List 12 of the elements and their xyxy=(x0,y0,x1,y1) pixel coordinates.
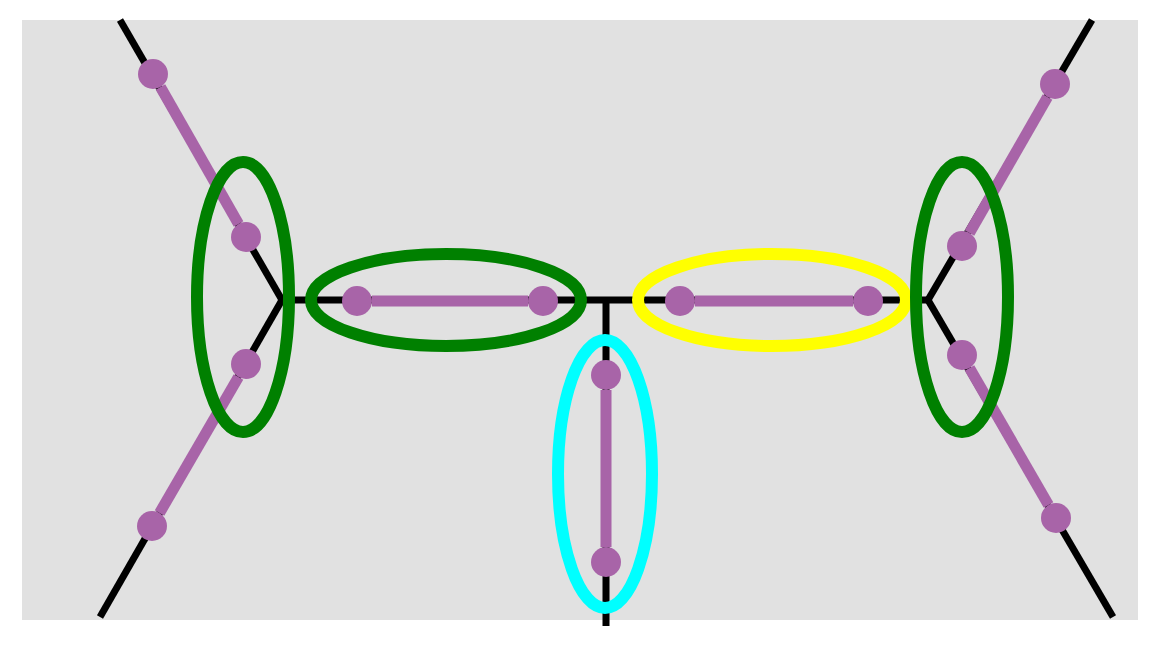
connector-line xyxy=(600,390,612,547)
loop-outline xyxy=(910,156,1014,438)
connector-line xyxy=(964,94,1053,236)
loop-outline xyxy=(632,248,912,352)
connector-line xyxy=(372,295,528,307)
loop-outline xyxy=(552,334,658,614)
loop-outline xyxy=(191,156,295,438)
connector-line xyxy=(154,374,244,516)
connector-line xyxy=(695,295,853,307)
loop-outline xyxy=(305,248,587,352)
connector-line xyxy=(964,365,1054,508)
connector-line xyxy=(155,84,244,227)
